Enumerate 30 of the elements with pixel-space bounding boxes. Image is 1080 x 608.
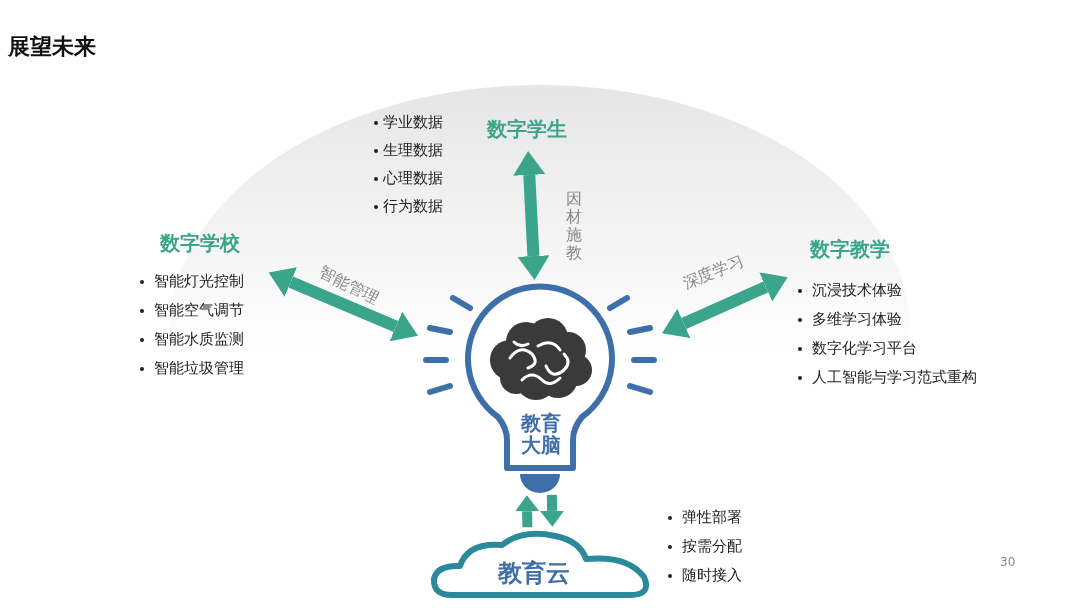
arrow bbox=[515, 495, 540, 528]
bullet-item: 人工智能与学习范式重构 bbox=[812, 368, 977, 387]
bullet-item: 生理数据 bbox=[383, 141, 443, 160]
cloud-label: 教育云 bbox=[498, 558, 570, 589]
bullet-item: 智能水质监测 bbox=[154, 330, 244, 349]
heading-text: 数字学生 bbox=[487, 116, 567, 143]
bullet-item: 心理数据 bbox=[383, 169, 443, 188]
edge-label: 因材施教 bbox=[566, 190, 582, 262]
bullet-item: 行为数据 bbox=[383, 197, 443, 216]
page-number: 30 bbox=[1000, 555, 1016, 569]
bullet-item: 智能垃圾管理 bbox=[154, 359, 244, 378]
heading-text: 数字学校 bbox=[160, 230, 240, 257]
arrow bbox=[540, 494, 565, 527]
bullet-item: 智能灯光控制 bbox=[154, 272, 244, 291]
title: 展望未来 bbox=[8, 33, 96, 61]
bullet-item: 随时接入 bbox=[682, 566, 742, 585]
bullet-item: 沉浸技术体验 bbox=[812, 281, 902, 300]
double-arrow bbox=[513, 151, 550, 280]
bullet-item: 智能空气调节 bbox=[154, 301, 244, 320]
double-arrow bbox=[268, 267, 418, 342]
bullet-item: 数字化学习平台 bbox=[812, 339, 917, 358]
double-arrow bbox=[662, 272, 788, 339]
edge-label: 智能管理 bbox=[315, 262, 382, 310]
bullet-item: 多维学习体验 bbox=[812, 310, 902, 329]
bullet-item: 按需分配 bbox=[682, 537, 742, 556]
bullet-item: 弹性部署 bbox=[682, 508, 742, 527]
heading-text: 数字教学 bbox=[810, 236, 890, 263]
bullet-item: 学业数据 bbox=[383, 113, 443, 132]
edge-label: 深度学习 bbox=[680, 251, 748, 295]
bulb-label: 教育大脑 bbox=[520, 412, 562, 456]
